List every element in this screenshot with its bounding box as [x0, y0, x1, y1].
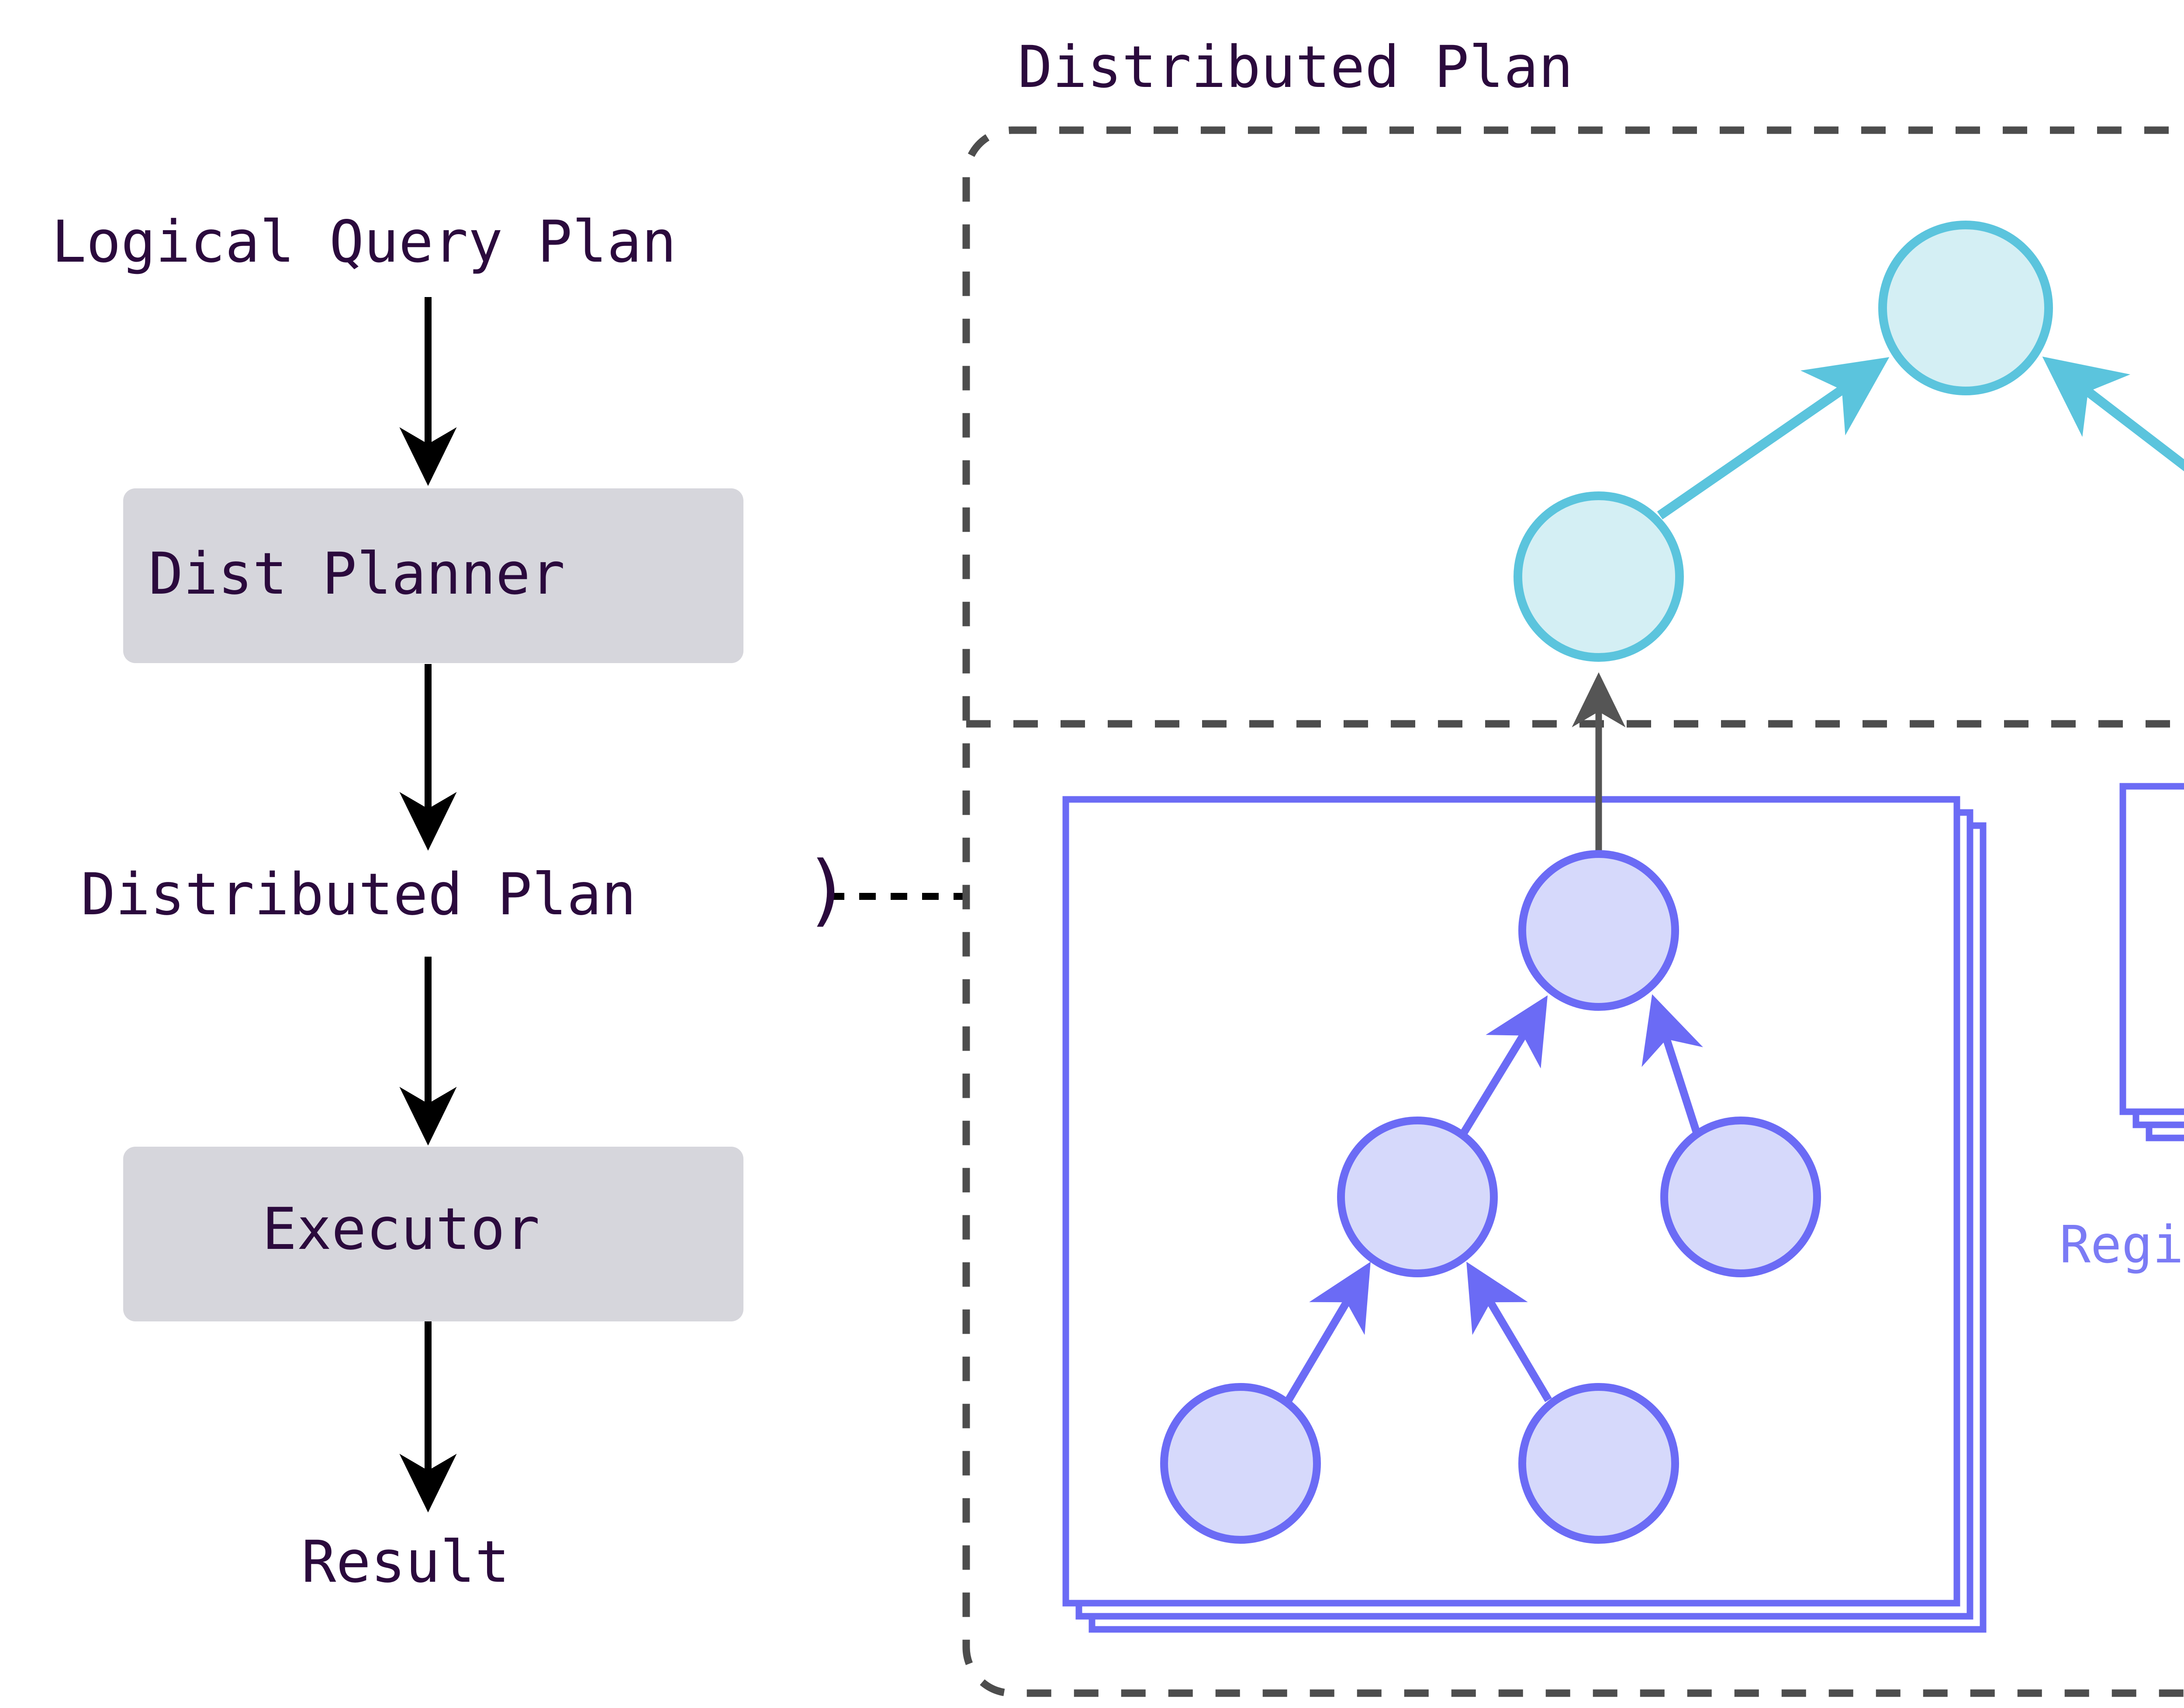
regions-label: Regions — [2060, 1214, 2184, 1275]
region-card-front — [2119, 783, 2184, 1115]
distributed-plan-boundary — [962, 126, 2184, 1697]
distributed-plan-label: Distributed Plan — [81, 861, 636, 928]
bracket-glyph: ) — [804, 844, 851, 935]
datanode-node-left-right[interactable] — [1660, 1117, 1821, 1277]
frontend-node-root[interactable] — [1878, 221, 2053, 395]
datanode-node-left-root[interactable] — [1518, 850, 1679, 1011]
edge-fleft-froot — [1657, 357, 1890, 520]
dist-planner-label: Dist Planner — [149, 540, 565, 608]
executor-box — [123, 1147, 743, 1321]
result-label: Result — [301, 1528, 510, 1596]
edge-dlleaf2-dlmid — [1466, 1262, 1552, 1402]
edge-dlmid-dlroot — [1460, 995, 1548, 1136]
plan-box-title: Distributed Plan — [1018, 34, 1573, 101]
datanode-node-left-mid[interactable] — [1337, 1117, 1498, 1277]
edge-fright-froot — [2042, 356, 2184, 471]
dist-planner-box — [123, 488, 743, 663]
region-right-stack — [2119, 783, 2184, 1141]
edge-dlright-dlroot — [1641, 994, 1703, 1135]
frontend-node-left[interactable] — [1514, 491, 1684, 662]
edge-dlleaf1-dlmid — [1285, 1262, 1371, 1402]
logical-query-plan-label: Logical Query Plan — [52, 208, 677, 276]
datanode-node-left-leaf2[interactable] — [1518, 1383, 1679, 1544]
pipeline-group — [123, 297, 968, 1513]
datanode-node-left-leaf1[interactable] — [1160, 1383, 1321, 1544]
executor-label: Executor — [262, 1196, 540, 1263]
